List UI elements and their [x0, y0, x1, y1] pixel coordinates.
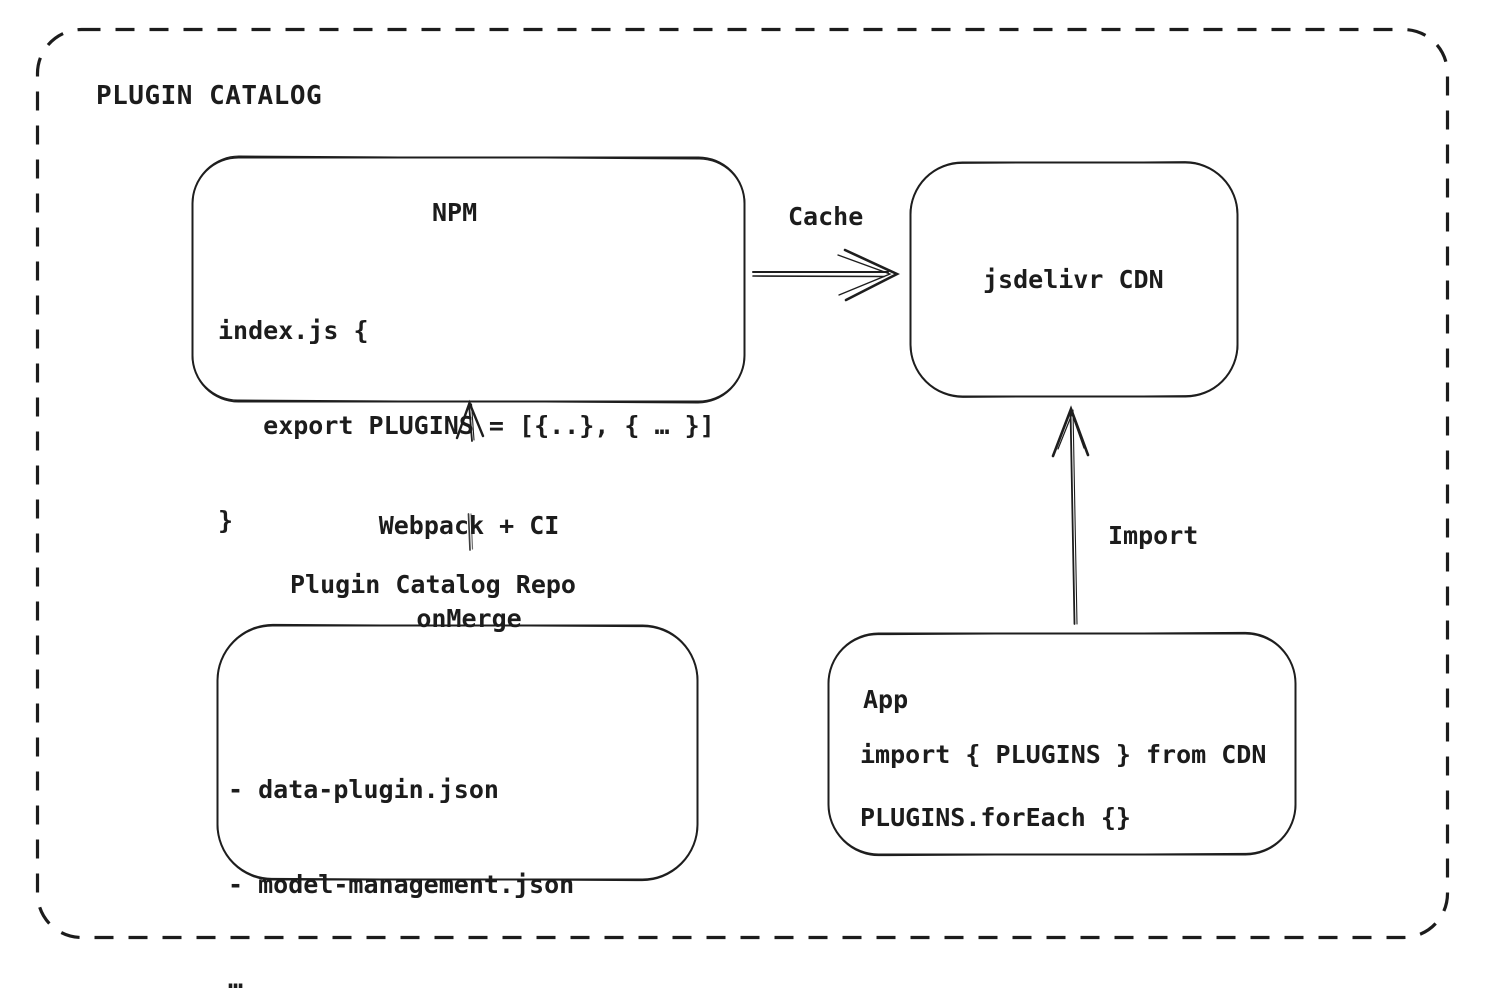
build-edge-label: Webpack + CI onMerge	[339, 448, 599, 696]
repo-node-box	[216, 623, 699, 882]
plugin-catalog-boundary	[35, 27, 1450, 940]
diagram-title: PLUGIN CATALOG	[96, 81, 323, 111]
build-arrow	[455, 399, 485, 442]
cache-arrow	[752, 248, 900, 302]
app-node-code-line-1: import { PLUGINS } from CDN	[860, 740, 1267, 769]
app-node-code-line-2: PLUGINS.forEach {}	[860, 803, 1131, 832]
npm-node-box	[191, 155, 746, 404]
app-node-title: App	[863, 685, 909, 714]
build-edge-label-line: onMerge	[416, 604, 522, 633]
npm-node-code: index.js { export PLUGINS = [{..}, { … }…	[218, 252, 715, 599]
repo-item: …	[228, 965, 244, 994]
cdn-node-label: jsdelivr CDN	[983, 265, 1164, 294]
repo-build-connector-line	[467, 513, 474, 551]
npm-code-line: export PLUGINS = [{..}, { … }]	[218, 411, 715, 440]
npm-node-title: NPM	[432, 198, 478, 227]
repo-item: - data-plugin.json	[228, 775, 499, 804]
npm-code-line: index.js {	[218, 316, 369, 345]
cdn-node-box	[909, 161, 1239, 398]
repo-item: - model-management.json	[228, 870, 575, 899]
repo-node-title: Plugin Catalog Repo	[290, 570, 576, 599]
build-edge-label-line: Webpack + CI	[378, 511, 560, 540]
import-edge-label: Import	[1108, 521, 1199, 550]
cache-edge-label: Cache	[788, 202, 864, 231]
repo-node-items: - data-plugin.json - model-management.js…	[228, 711, 574, 1002]
import-arrow	[1051, 405, 1090, 625]
app-node-box	[827, 631, 1297, 857]
npm-code-line: }	[218, 506, 234, 535]
